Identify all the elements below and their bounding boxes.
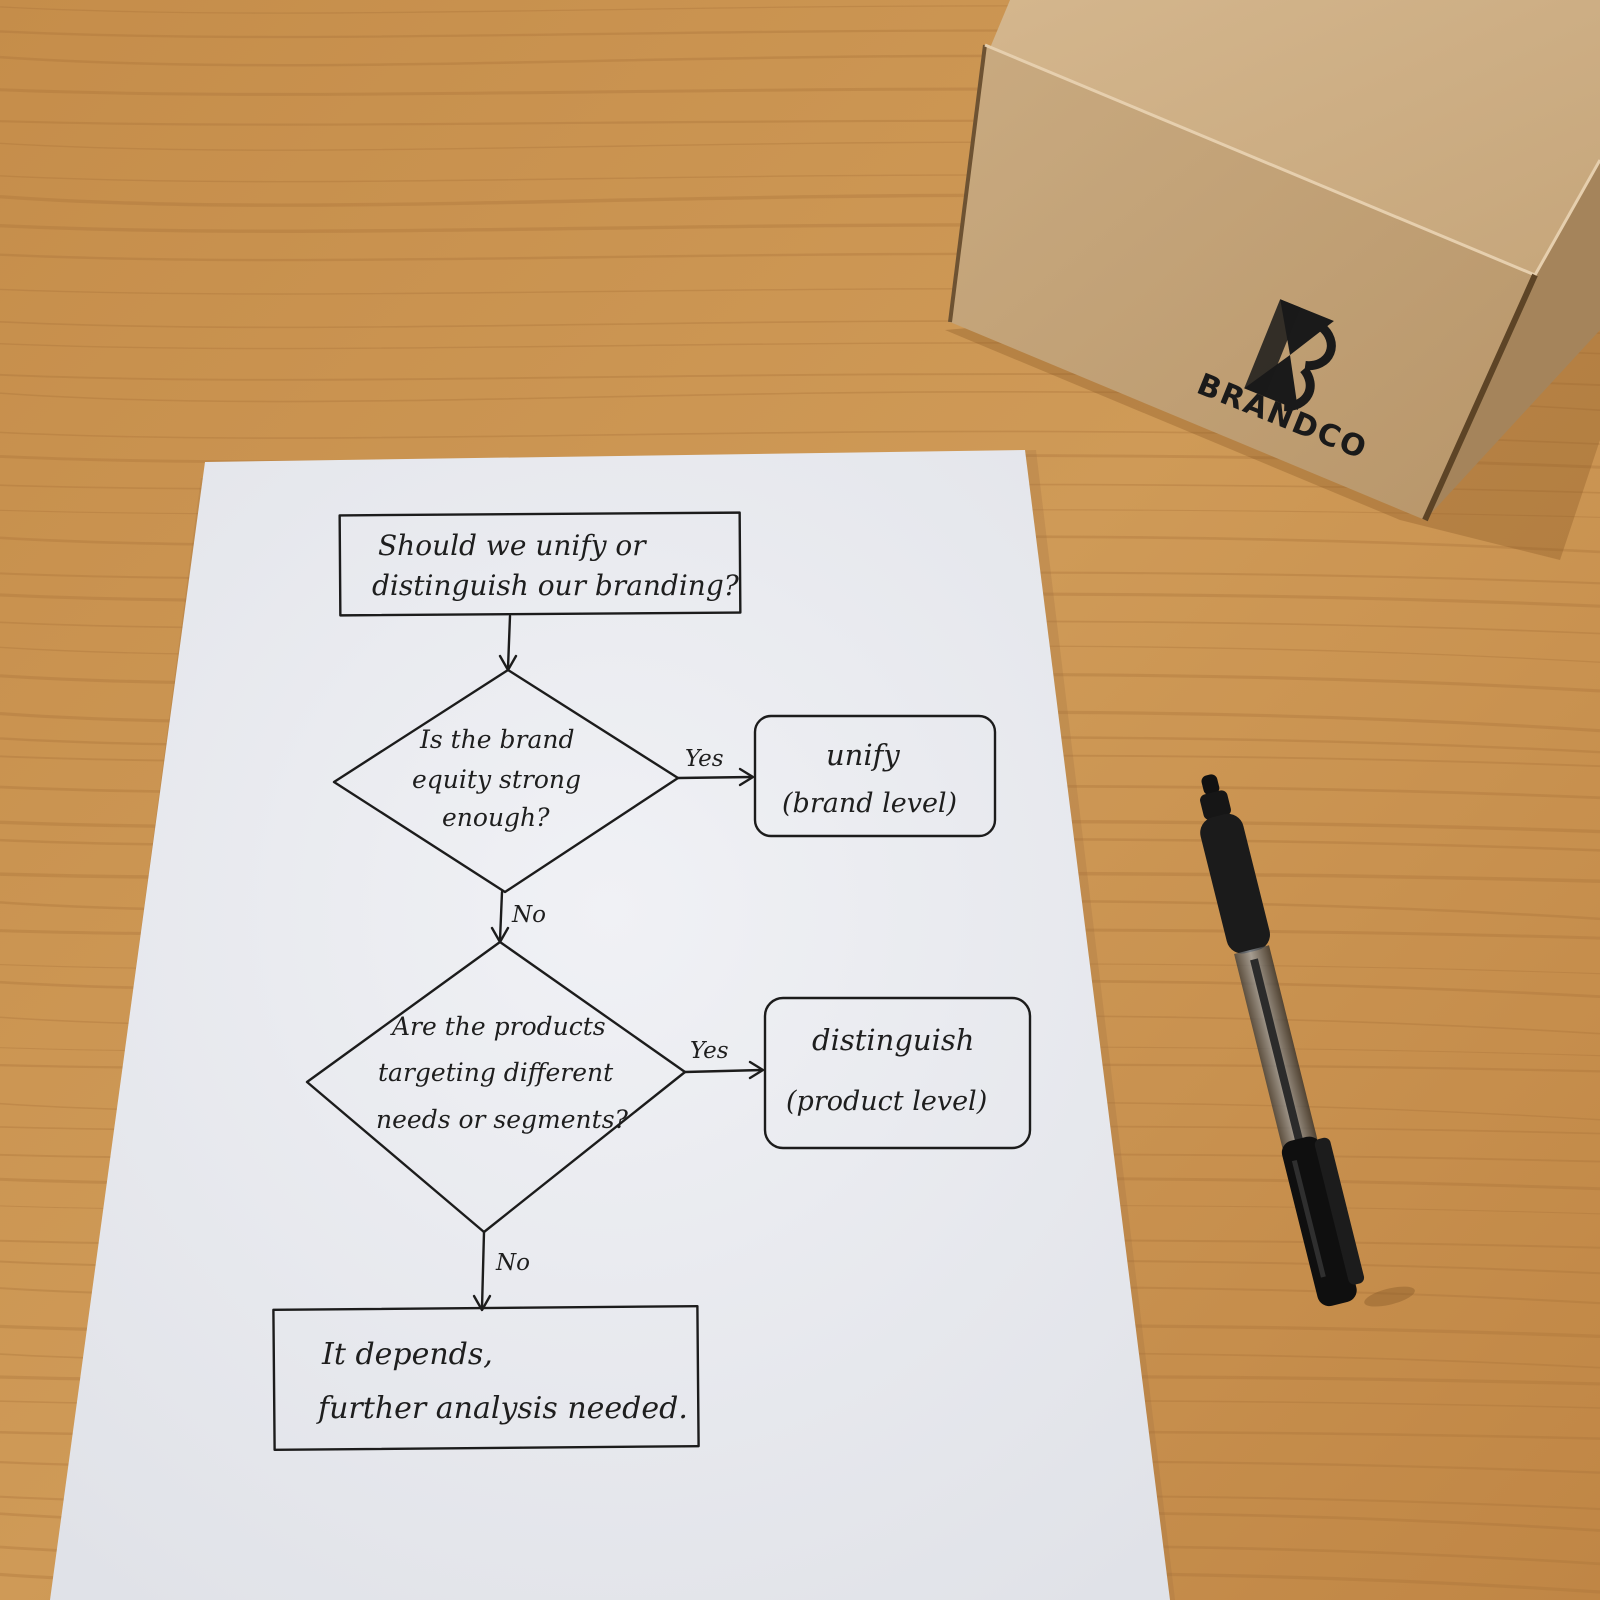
arrow-decision2-no bbox=[480, 1230, 486, 1310]
result2-line2: (product level) bbox=[786, 1086, 987, 1117]
paper-surface bbox=[50, 450, 1170, 1600]
decision2-yes-label: Yes bbox=[690, 1038, 729, 1064]
decision1-line3: enough? bbox=[442, 803, 550, 832]
pen-grip bbox=[1200, 813, 1270, 954]
decision2-line3: needs or segments? bbox=[376, 1105, 629, 1134]
result1-line1: unify bbox=[826, 738, 900, 772]
arrow-decision1-no bbox=[498, 890, 504, 942]
end-box bbox=[272, 1304, 700, 1452]
pen-icon bbox=[1200, 774, 1415, 1307]
start-line2: distinguish our branding? bbox=[372, 569, 740, 602]
decision2-no-label: No bbox=[495, 1250, 530, 1276]
end-line1: It depends, bbox=[321, 1337, 493, 1372]
box-top-face bbox=[990, 0, 1600, 275]
decision1-no-label: No bbox=[511, 902, 546, 928]
decision1-line1: Is the brand bbox=[419, 725, 575, 754]
start-box bbox=[338, 511, 742, 617]
decision1-diamond bbox=[332, 668, 680, 894]
arrow-start-to-decision1 bbox=[506, 614, 512, 670]
result2-box bbox=[763, 996, 1032, 1150]
box-side-face bbox=[1425, 160, 1600, 520]
end-line2: further analysis needed. bbox=[316, 1391, 688, 1426]
decision2-line2: targeting different bbox=[378, 1058, 614, 1087]
decision1-line2: equity strong bbox=[412, 765, 581, 794]
result2-line1: distinguish bbox=[812, 1023, 974, 1057]
result1-line2: (brand level) bbox=[782, 788, 957, 819]
result1-box bbox=[753, 714, 997, 838]
start-line1: Should we unify or bbox=[378, 529, 647, 562]
arrow-decision2-yes bbox=[683, 1068, 764, 1074]
flowchart: Should we unify or distinguish our brand… bbox=[272, 511, 1032, 1452]
paper-sheet bbox=[50, 450, 1176, 1600]
decision2-line1: Are the products bbox=[390, 1012, 606, 1041]
arrow-decision1-yes bbox=[676, 775, 754, 780]
brandco-logo-icon bbox=[1244, 299, 1336, 412]
box-front-face bbox=[950, 45, 1535, 520]
decision1-yes-label: Yes bbox=[685, 746, 724, 772]
pen-clip bbox=[1314, 1137, 1365, 1285]
